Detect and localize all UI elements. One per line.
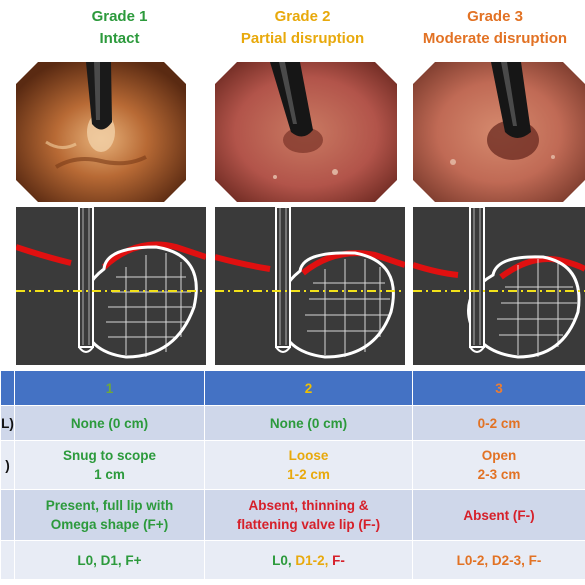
- cell-line: flattening valve lip (F-): [236, 517, 381, 532]
- grade-3-subtitle: Moderate disruption: [422, 30, 568, 47]
- grade-number-1: 1: [14, 370, 205, 406]
- row-label: L): [0, 405, 15, 441]
- cell-line: None (0 cm): [70, 415, 149, 431]
- cell-line: 0-2 cm: [477, 415, 521, 431]
- cell-line: Snug to scope: [62, 448, 156, 463]
- cell-line: Absent (F-): [463, 507, 535, 523]
- header-row-label: [0, 370, 15, 406]
- row-label: [0, 489, 15, 541]
- endoscopy-photo-grade-2: [215, 62, 397, 202]
- table-cell: None (0 cm): [204, 405, 413, 441]
- cell-line: Present, full lip with: [45, 498, 174, 513]
- summary-cell-grade-2: L0, D1-2, F-: [204, 540, 413, 580]
- table-cell: Open 2-3 cm: [412, 440, 585, 490]
- table-row: Present, full lip with Omega shape (F+) …: [0, 489, 585, 541]
- grade-1-subtitle: Intact: [99, 30, 140, 47]
- grading-table: 1 2 3 L) None (0 cm) None (0 cm) 0-2 cm …: [0, 370, 585, 580]
- table-cell: Loose 1-2 cm: [204, 440, 413, 490]
- row-label: ): [0, 440, 15, 490]
- cell-line: Absent, thinning &: [248, 498, 369, 513]
- summary-row: L0, D1, F+ L0, D1-2, F- L0-2, D2-3, F-: [0, 540, 585, 580]
- grade-2-subtitle: Partial disruption: [240, 30, 365, 47]
- summary-part: L0,: [272, 552, 296, 568]
- summary-part: D1-2,: [295, 552, 333, 568]
- grade-1-header: Grade 1 Intact: [32, 6, 207, 50]
- table-row: L) None (0 cm) None (0 cm) 0-2 cm: [0, 405, 585, 441]
- grade-number-3: 3: [412, 370, 585, 406]
- schematic-grade-2: [215, 207, 405, 365]
- summary-part: F-: [332, 552, 345, 568]
- grade-number-2: 2: [204, 370, 413, 406]
- summary-text: L0, D1, F+: [77, 552, 142, 568]
- cell-line: Loose: [288, 448, 329, 463]
- row-label: [0, 540, 15, 580]
- table-cell: None (0 cm): [14, 405, 205, 441]
- endoscopy-photo-grade-3: [413, 62, 585, 202]
- grade-2-header: Grade 2 Partial disruption: [215, 6, 390, 50]
- table-cell: Absent, thinning & flattening valve lip …: [204, 489, 413, 541]
- table-cell: Absent (F-): [412, 489, 585, 541]
- cell-line: 2-3 cm: [477, 467, 521, 482]
- grade-2-title: Grade 2: [274, 8, 331, 25]
- summary-text: L0-2, D2-3, F-: [456, 552, 542, 568]
- cell-line: None (0 cm): [269, 415, 348, 431]
- table-cell: 0-2 cm: [412, 405, 585, 441]
- table-cell: Present, full lip with Omega shape (F+): [14, 489, 205, 541]
- summary-cell-grade-3: L0-2, D2-3, F-: [412, 540, 585, 580]
- schematic-grade-3: [413, 207, 585, 365]
- cell-line: Open: [481, 448, 517, 463]
- cell-line: Omega shape (F+): [50, 517, 169, 532]
- grade-3-header: Grade 3 Moderate disruption: [405, 6, 585, 50]
- grade-1-title: Grade 1: [91, 8, 148, 25]
- schematic-grade-1: [16, 207, 206, 365]
- table-header-row: 1 2 3: [0, 370, 585, 406]
- endoscopy-photo-grade-1: [16, 62, 186, 202]
- table-row: ) Snug to scope 1 cm Loose 1-2 cm Open 2…: [0, 440, 585, 490]
- table-cell: Snug to scope 1 cm: [14, 440, 205, 490]
- grade-3-title: Grade 3: [467, 8, 523, 25]
- summary-cell-grade-1: L0, D1, F+: [14, 540, 205, 580]
- cell-line: 1 cm: [94, 467, 125, 482]
- cell-line: 1-2 cm: [287, 467, 330, 482]
